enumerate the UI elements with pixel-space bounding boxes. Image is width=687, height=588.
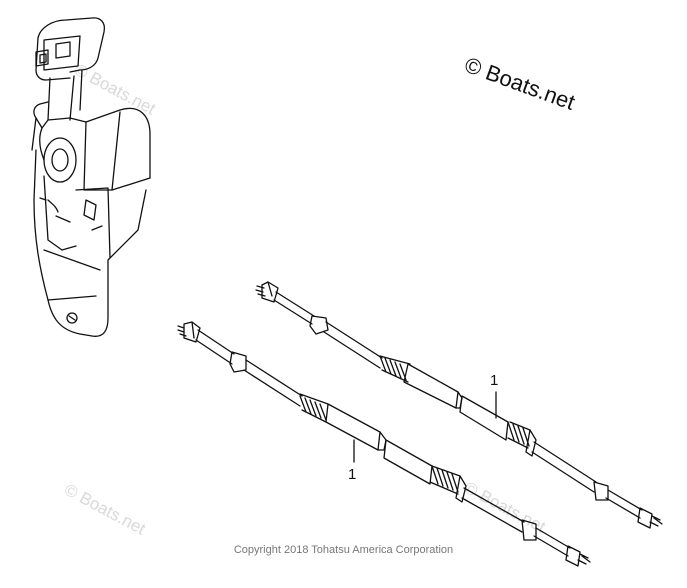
copyright-text: Copyright 2018 Tohatsu America Corporati… (233, 544, 454, 556)
callout-1-upper: 1 (490, 372, 499, 389)
control-cable-upper (255, 281, 663, 529)
callout-1-lower: 1 (348, 466, 357, 483)
control-cable-lower (177, 321, 591, 567)
remote-control-box (31, 17, 151, 337)
